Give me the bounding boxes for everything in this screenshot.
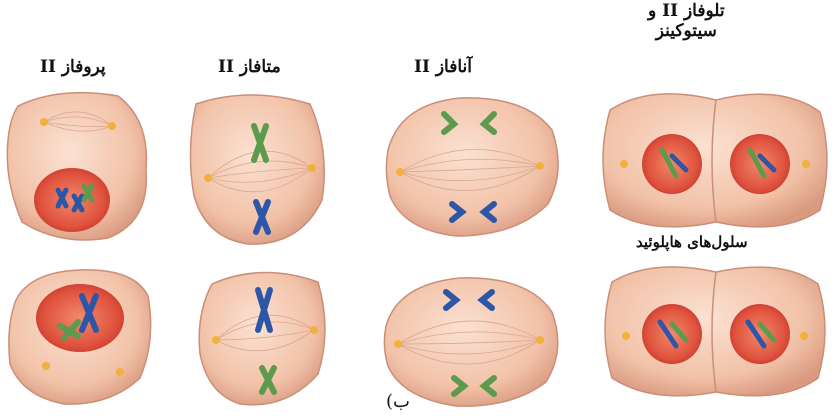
nucleus: [730, 304, 790, 364]
telophase-cell-bottom: [605, 267, 825, 396]
metaphase-cell-top: [190, 95, 324, 244]
centriole-icon: [204, 174, 212, 182]
centriole-icon: [622, 332, 630, 340]
centriole-icon: [800, 332, 808, 340]
label-anaphase-ii: آنافاز II: [414, 58, 472, 78]
centriole-icon: [620, 160, 628, 168]
label-telophase-ii: تلوفاز II و سیتوکینز: [648, 2, 725, 41]
centriole-icon: [40, 118, 48, 126]
centriole-icon: [396, 168, 404, 176]
label-telophase-line2: سیتوکینز: [648, 22, 725, 42]
label-telophase-line1: تلوفاز II و: [648, 2, 725, 22]
centriole-icon: [802, 160, 810, 168]
telophase-cell-top: [603, 94, 827, 227]
centriole-icon: [308, 164, 316, 172]
panel-label: ب): [386, 392, 410, 413]
centriole-icon: [116, 368, 124, 376]
prophase-cell-bottom: [9, 270, 151, 404]
centriole-icon: [212, 336, 220, 344]
label-prophase-ii: پروفاز II: [40, 58, 106, 78]
label-haploid-cells: سلول‌های هاپلوئید: [636, 234, 748, 251]
centriole-icon: [108, 122, 116, 130]
anaphase-cell-bottom: [384, 278, 557, 406]
centriole-icon: [310, 326, 318, 334]
centriole-icon: [536, 162, 544, 170]
anaphase-cell-top: [386, 98, 558, 236]
label-metaphase-ii: متافاز II: [218, 58, 281, 78]
centriole-icon: [42, 362, 50, 370]
metaphase-cell-bottom: [199, 272, 325, 404]
centriole-icon: [536, 336, 544, 344]
centriole-icon: [394, 340, 402, 348]
prophase-cell-top: [7, 93, 146, 240]
nucleus: [642, 304, 702, 364]
nucleus: [34, 168, 110, 232]
